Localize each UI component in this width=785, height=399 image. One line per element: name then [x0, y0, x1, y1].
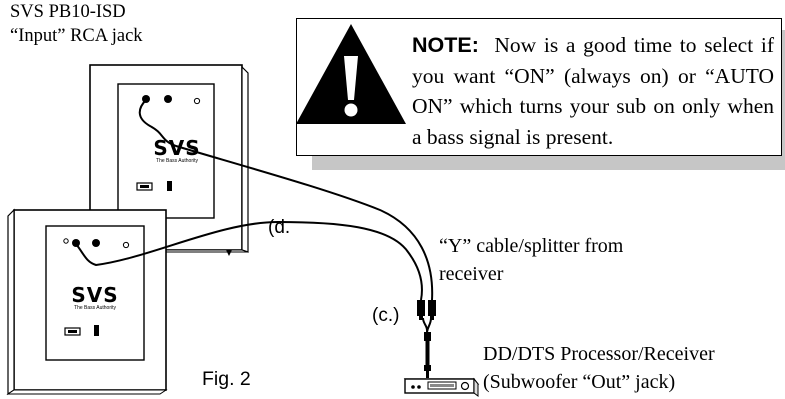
knob-front	[92, 239, 100, 247]
note-body: Now is a good time to select if you want…	[412, 33, 775, 149]
svs-logo: SVS The Bass Authority	[71, 283, 119, 311]
processor-label-line: DD/DTS Processor/Receiver	[483, 343, 715, 365]
callout-c: (c.)	[372, 305, 400, 326]
power-switch-back	[167, 181, 172, 191]
figure-label: Fig. 2	[202, 368, 251, 390]
note-shadow	[312, 156, 785, 170]
cable-to-back-sub	[138, 99, 434, 301]
svs-logo: SVS The Bass Authority	[153, 136, 201, 164]
note-shadow	[782, 30, 785, 170]
processor-receiver	[403, 377, 480, 397]
power-switch-front	[94, 325, 99, 336]
note-text: NOTE: Now is a good time to select if yo…	[412, 30, 774, 152]
callout-d: (d.	[268, 217, 291, 238]
rca-plugs	[417, 300, 436, 378]
product-label-line: SVS PB10-ISD	[10, 2, 126, 22]
knob-back	[164, 95, 172, 103]
y-cable-label-line: “Y” cable/splitter from	[439, 235, 624, 257]
amp-panel-front	[45, 225, 145, 361]
y-cable-label-line: receiver	[439, 263, 504, 285]
processor-label-line: (Subwoofer “Out” jack)	[483, 371, 676, 393]
cable-to-front-sub	[75, 220, 423, 301]
subwoofer-front	[6, 208, 168, 396]
product-label: SVS PB10-ISD “Input” RCA jack	[10, 0, 143, 48]
note-title: NOTE:	[412, 33, 479, 57]
y-cable-label: “Y” cable/splitter from receiver	[439, 232, 623, 288]
processor-label: DD/DTS Processor/Receiver (Subwoofer “Ou…	[483, 340, 715, 396]
warning-icon	[296, 24, 406, 124]
led-front	[122, 241, 130, 249]
led-back	[193, 97, 201, 105]
product-label-line: “Input” RCA jack	[10, 26, 143, 46]
